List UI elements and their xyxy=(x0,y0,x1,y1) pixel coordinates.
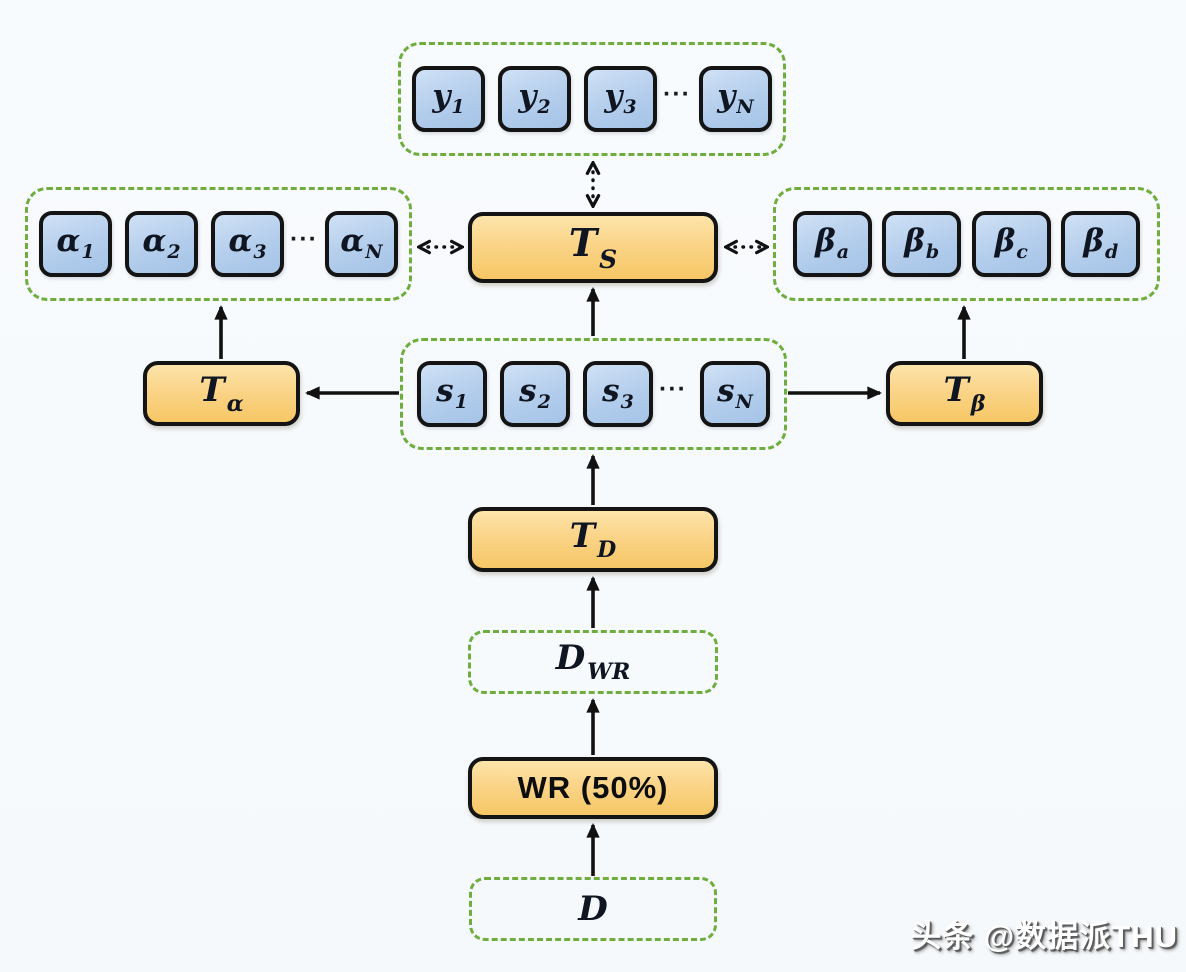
node-t-alpha-label: Tα xyxy=(199,369,244,417)
node-wr: WR (50%) xyxy=(468,757,718,819)
token-alpha1: α1 xyxy=(39,211,112,277)
token-y3: y3 xyxy=(584,66,657,132)
token-label: s2 xyxy=(519,373,551,413)
token-s3: s3 xyxy=(583,361,653,427)
token-beta-c: βc xyxy=(971,211,1051,277)
node-d: D xyxy=(469,877,717,941)
node-dwr: DWR xyxy=(468,630,718,694)
node-td-label: TD xyxy=(569,515,617,563)
node-ts: TS xyxy=(468,212,718,283)
token-beta-a: βa xyxy=(792,211,872,277)
token-label: s1 xyxy=(436,373,468,413)
token-beta-d: βd xyxy=(1061,211,1141,277)
token-y1: y1 xyxy=(412,66,485,132)
token-label: α2 xyxy=(142,223,181,263)
token-label: α3 xyxy=(228,223,267,263)
token-label: y3 xyxy=(604,78,637,118)
token-beta-b: βb xyxy=(882,211,962,277)
token-label: βa xyxy=(815,223,850,263)
y-sequence-group: y1 y2 y3 ··· yN xyxy=(398,42,786,156)
token-label: yN xyxy=(717,78,754,118)
token-alpha3: α3 xyxy=(211,211,284,277)
s-sequence-group: s1 s2 s3 ··· sN xyxy=(400,338,787,450)
ellipsis-alpha: ··· xyxy=(290,224,318,253)
beta-sequence-group: βa βb βc βd xyxy=(773,187,1160,301)
token-alpha2: α2 xyxy=(125,211,198,277)
token-label: βb xyxy=(904,223,940,263)
node-dwr-label: DWR xyxy=(555,638,631,685)
token-label: s3 xyxy=(602,373,634,413)
node-d-label: D xyxy=(578,889,608,929)
token-label: y2 xyxy=(518,78,551,118)
token-label: βc xyxy=(994,223,1028,263)
ellipsis-y: ··· xyxy=(663,79,691,108)
node-t-alpha: Tα xyxy=(143,361,300,426)
token-yN: yN xyxy=(699,66,772,132)
token-s1: s1 xyxy=(417,361,487,427)
node-t-beta-label: Tβ xyxy=(943,369,986,417)
node-t-beta: Tβ xyxy=(886,361,1043,426)
token-label: y1 xyxy=(432,78,465,118)
token-s2: s2 xyxy=(500,361,570,427)
token-label: sN xyxy=(717,373,753,413)
ellipsis-s: ··· xyxy=(659,374,687,403)
node-td: TD xyxy=(468,507,718,572)
node-ts-label: TS xyxy=(568,219,618,274)
node-wr-label: WR (50%) xyxy=(517,770,669,805)
token-label: α1 xyxy=(56,223,95,263)
token-label: βd xyxy=(1083,223,1119,263)
token-sN: sN xyxy=(700,361,770,427)
token-alphaN: αN xyxy=(325,211,398,277)
token-y2: y2 xyxy=(498,66,571,132)
alpha-sequence-group: α1 α2 α3 ··· αN xyxy=(25,187,412,301)
token-label: αN xyxy=(340,223,383,263)
watermark-text: 头条 @数据派THU xyxy=(910,919,1178,954)
